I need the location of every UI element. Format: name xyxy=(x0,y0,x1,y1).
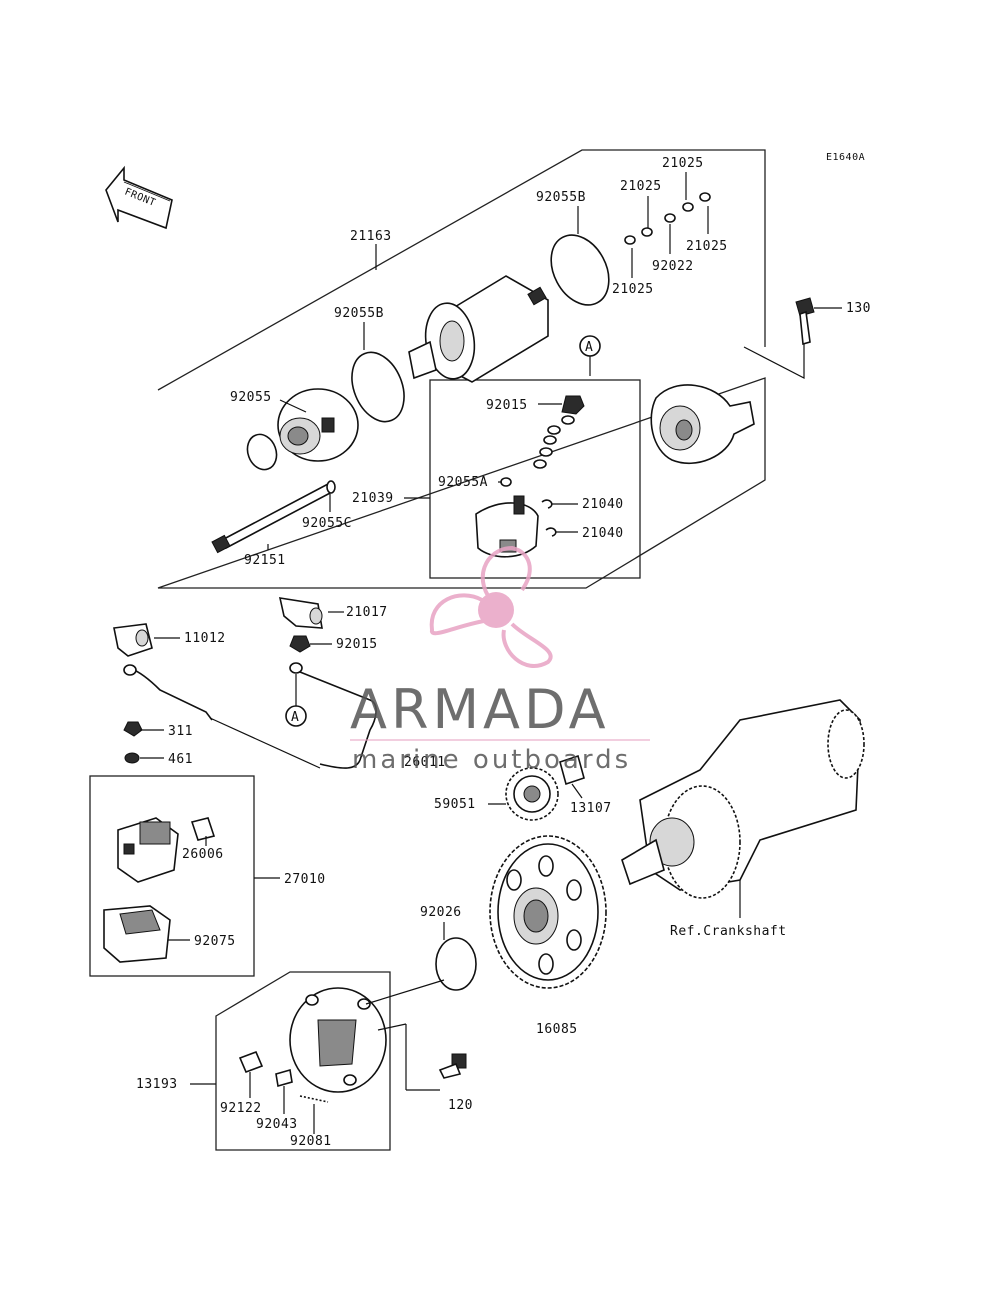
starter-relay xyxy=(117,817,179,883)
part-labels: 21025 21025 21025 92022 21025 92055B 211… xyxy=(136,156,871,1149)
label-21039: 21039 xyxy=(352,491,394,506)
fuse-26006 xyxy=(190,817,216,841)
starter-motor-body xyxy=(408,275,549,383)
bolt-120 xyxy=(438,1053,467,1079)
reference-marker-a-top xyxy=(579,335,601,357)
label-21040-a: 21040 xyxy=(582,497,624,512)
label-92055b-top: 92055B xyxy=(536,190,586,205)
o-ring-92055b-mid xyxy=(351,351,405,423)
roller-92122 xyxy=(238,1050,264,1074)
diagram-code: E1640A xyxy=(826,152,865,163)
terminal-cap-21017 xyxy=(278,597,323,629)
label-21025-top: 21025 xyxy=(662,156,704,171)
watermark-tagline: marine outboards xyxy=(352,745,631,775)
label-92055b-mid: 92055B xyxy=(334,306,384,321)
crankshaft xyxy=(621,699,865,899)
starter-end-cover xyxy=(650,384,755,465)
reference-marker-a-low-label: A xyxy=(291,710,299,725)
label-21163: 21163 xyxy=(350,229,392,244)
label-92075: 92075 xyxy=(194,934,236,949)
label-92081: 92081 xyxy=(290,1134,332,1149)
o-ring-92055b-top xyxy=(550,234,610,306)
brush-spring-21040-a xyxy=(541,499,553,509)
idle-gear-59051 xyxy=(505,767,559,821)
label-92055c: 92055C xyxy=(302,516,352,531)
label-21017: 21017 xyxy=(346,605,388,620)
label-26011: 26011 xyxy=(404,755,446,770)
starter-motor-assembly-outline xyxy=(157,149,766,589)
spring-92081 xyxy=(299,1095,329,1103)
terminal-cap-11012 xyxy=(113,623,153,657)
starter-clutch-box xyxy=(215,971,391,1151)
starter-clutch-gear-16085 xyxy=(489,835,607,989)
leader-lines xyxy=(140,172,842,1134)
brush-plate-21039 xyxy=(475,495,539,558)
label-27010: 27010 xyxy=(284,872,326,887)
o-ring-92055c xyxy=(326,480,336,494)
bolt-130 xyxy=(795,297,815,346)
armada-watermark: ARMADA marine outboards xyxy=(350,545,650,775)
label-92015-low: 92015 xyxy=(336,637,378,652)
label-92015-top: 92015 xyxy=(486,398,528,413)
leader-130-zigzag xyxy=(743,342,805,379)
washer-461 xyxy=(124,752,140,764)
watermark-brand: ARMADA xyxy=(350,678,610,741)
label-21025-c: 21025 xyxy=(612,282,654,297)
brush-holder-box xyxy=(429,379,641,579)
label-92043: 92043 xyxy=(256,1117,298,1132)
relay-cover-92075 xyxy=(103,905,171,963)
cap-92043 xyxy=(275,1068,293,1088)
label-92026: 92026 xyxy=(420,905,462,920)
starter-front-cover xyxy=(277,388,359,462)
reference-marker-a-low xyxy=(285,705,307,727)
reference-marker-a-top-label: A xyxy=(585,340,593,355)
label-59051: 59051 xyxy=(434,797,476,812)
label-13193: 13193 xyxy=(136,1077,178,1092)
shaft-13107 xyxy=(559,754,585,786)
label-461: 461 xyxy=(168,752,193,767)
starter-cable xyxy=(289,662,377,769)
label-92151: 92151 xyxy=(244,553,286,568)
label-26006: 26006 xyxy=(182,847,224,862)
label-11012: 11012 xyxy=(184,631,226,646)
label-311: 311 xyxy=(168,724,193,739)
nut-92015-low xyxy=(289,635,311,653)
label-21040-b: 21040 xyxy=(582,526,624,541)
label-130: 130 xyxy=(846,301,871,316)
label-21025-b: 21025 xyxy=(686,239,728,254)
label-16085: 16085 xyxy=(536,1022,578,1037)
starter-relay-box xyxy=(89,775,255,977)
label-92022: 92022 xyxy=(652,259,694,274)
label-ref-crankshaft: Ref.Crankshaft xyxy=(670,924,787,939)
nut-311 xyxy=(123,721,143,737)
washer-92026 xyxy=(435,937,477,991)
terminal-nut-stack xyxy=(533,395,585,469)
label-92055a: 92055A xyxy=(438,475,488,490)
propeller-logo-icon xyxy=(429,545,553,668)
o-ring-92055a xyxy=(500,477,512,487)
label-92122: 92122 xyxy=(220,1101,262,1116)
front-arrow-icon: FRONT xyxy=(105,165,173,230)
label-92055: 92055 xyxy=(230,390,272,405)
o-ring-92055 xyxy=(246,433,278,471)
starter-clutch-13193 xyxy=(289,987,387,1093)
brush-spring-21040-b xyxy=(545,527,557,537)
label-120: 120 xyxy=(448,1098,473,1113)
label-13107: 13107 xyxy=(570,801,612,816)
washer-stack-21025 xyxy=(624,192,711,245)
label-21025-a: 21025 xyxy=(620,179,662,194)
battery-cable xyxy=(123,664,321,769)
